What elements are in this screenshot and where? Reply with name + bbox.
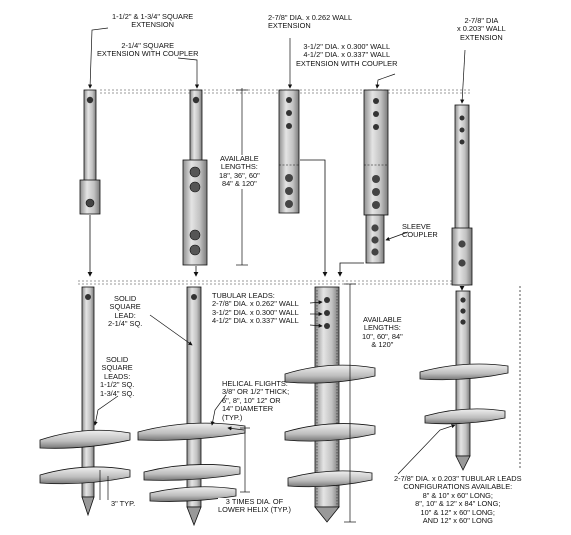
configs-203-label: 2-7/8" DIA. x 0.203" TUBULAR LEADS CONFI… — [394, 474, 522, 526]
solid-lead-line: SOLID — [114, 294, 137, 303]
available-lengths-extensions: AVAILABLE LENGTHS: 18", 36", 60" 84" & 1… — [219, 154, 260, 189]
solid-square-leads-label: SOLID SQUARE LEADS: 1-1/2" SQ. 1-3/4" SQ… — [100, 355, 135, 398]
tubular-leads-line: 3-1/2" DIA. x 0.300" WALL — [212, 307, 299, 317]
lengths-line: 18", 36", 60" — [219, 170, 260, 180]
ext-300-line: 4-1/2" DIA. x 0.337" WALL — [303, 50, 391, 60]
solid-lead-line: SQUARE — [109, 302, 141, 312]
ext-203-line: x 0.203" WALL — [457, 24, 506, 34]
helical-line: HELICAL FLIGHTS: — [222, 379, 288, 388]
lengths-line: 84" & 120" — [221, 179, 257, 189]
solid-lead-line: 2-1/4" SQ. — [108, 319, 143, 329]
solid-lead-line: LEAD: — [114, 310, 136, 320]
three-times-line: LOWER HELIX (TYP.) — [218, 505, 291, 515]
solid-leads-line: 1-3/4" SQ. — [100, 388, 135, 398]
tubular-leads-line: 2-7/8" DIA. x 0.262" WALL — [212, 299, 299, 309]
three-times-line: 3 TIMES DIA. OF — [225, 497, 284, 506]
ext-262-label: 2-7/8" DIA. x 0.262 WALL EXTENSION — [268, 13, 353, 31]
three-times-label: 3 TIMES DIA. OF LOWER HELIX (TYP.) — [218, 497, 291, 515]
available-lengths-leads: AVAILABLE LENGTHS: 10", 60", 84" & 120" — [362, 315, 403, 350]
extension-small-square — [79, 89, 101, 215]
solid-leads-line: 1-1/2" SQ. — [100, 380, 135, 390]
typ-spacing-text: 3" TYP. — [111, 499, 136, 508]
sleeve-coupler-label: SLEEVE COUPLER — [402, 222, 438, 240]
helical-flights-label: HELICAL FLIGHTS: 3/8" OR 1/2" THICK; 6",… — [222, 379, 290, 422]
ext-203-line: 2-7/8" DIA — [464, 16, 499, 25]
lead-lengths-line: 10", 60", 84" — [362, 331, 403, 341]
connection-arrows — [87, 159, 465, 291]
lead-lengths-line: & 120" — [371, 340, 394, 350]
tubular-leads-label: TUBULAR LEADS: 2-7/8" DIA. x 0.262" WALL… — [212, 291, 299, 326]
lengths-line: LENGTHS: — [220, 162, 258, 172]
solid-square-lead-label: SOLID SQUARE LEAD: 2-1/4" SQ. — [108, 294, 143, 329]
ext-203-label: 2-7/8" DIA x 0.203" WALL EXTENSION — [457, 16, 506, 42]
configs-line: 10" & 12" x 60" LONG; — [420, 507, 495, 517]
configs-line: 8" & 10" x 60" LONG; — [422, 490, 493, 500]
lead-tubular-203 — [419, 290, 509, 471]
solid-leads-line: LEADS: — [103, 371, 131, 381]
ext-coupler-line: 2-1/4" SQUARE — [121, 41, 175, 50]
lead-lengths-line: AVAILABLE — [362, 315, 402, 324]
ext-small-line: EXTENSION — [131, 20, 174, 30]
solid-leads-line: SOLID — [106, 355, 129, 364]
sleeve-coupler-line: SLEEVE — [402, 222, 431, 231]
extension-coupler-square — [182, 89, 208, 266]
ext-262-line: 2-7/8" DIA. x 0.262 WALL — [268, 13, 353, 22]
helical-line: 6", 8", 10" 12" OR — [222, 395, 281, 405]
extension-tubular-300-coupler — [363, 89, 389, 264]
tubular-leads-line: TUBULAR LEADS: — [212, 291, 275, 300]
lengths-line: AVAILABLE — [219, 154, 259, 163]
sleeve-coupler-line: COUPLER — [402, 230, 438, 240]
helical-line: (TYP.) — [222, 412, 243, 422]
lead-solid-small — [39, 286, 131, 517]
extension-tubular-262 — [278, 89, 300, 214]
dimension-lines — [99, 88, 521, 523]
configs-line: CONFIGURATIONS AVAILABLE: — [403, 482, 513, 492]
ext-coupler-line: EXTENSION WITH COUPLER — [97, 49, 199, 59]
typ-spacing-label: 3" TYP. — [111, 499, 136, 508]
helical-line: 14" DIAMETER — [222, 404, 274, 414]
guide-lines — [78, 89, 470, 285]
solid-leads-line: SQUARE — [101, 363, 133, 373]
ext-small-label: 1-1/2" & 1-3/4" SQUARE EXTENSION — [112, 12, 194, 30]
configs-line: 8", 10" & 12" x 84" LONG; — [415, 499, 501, 509]
lead-lengths-line: LENGTHS: — [363, 323, 401, 333]
extension-tubular-203 — [451, 104, 473, 286]
leader-lines — [88, 27, 466, 475]
ext-300-line: 3-1/2" DIA. x 0.300" WALL — [303, 42, 391, 51]
helical-line: 3/8" OR 1/2" THICK; — [222, 387, 290, 397]
ext-300-label: 3-1/2" DIA. x 0.300" WALL 4-1/2" DIA. x … — [296, 42, 398, 68]
configs-line: 2-7/8" DIA. x 0.203" TUBULAR LEADS — [394, 474, 522, 483]
ext-coupler-label: 2-1/4" SQUARE EXTENSION WITH COUPLER — [97, 41, 199, 59]
ext-300-line: EXTENSION WITH COUPLER — [296, 58, 398, 68]
tubular-leads-line: 4-1/2" DIA. x 0.337" WALL — [212, 316, 299, 326]
ext-262-line: EXTENSION — [268, 21, 311, 31]
ext-small-line: 1-1/2" & 1-3/4" SQUARE — [112, 12, 194, 21]
ext-203-line: EXTENSION — [460, 32, 503, 42]
configs-line: AND 12" x 60" LONG — [422, 516, 493, 526]
